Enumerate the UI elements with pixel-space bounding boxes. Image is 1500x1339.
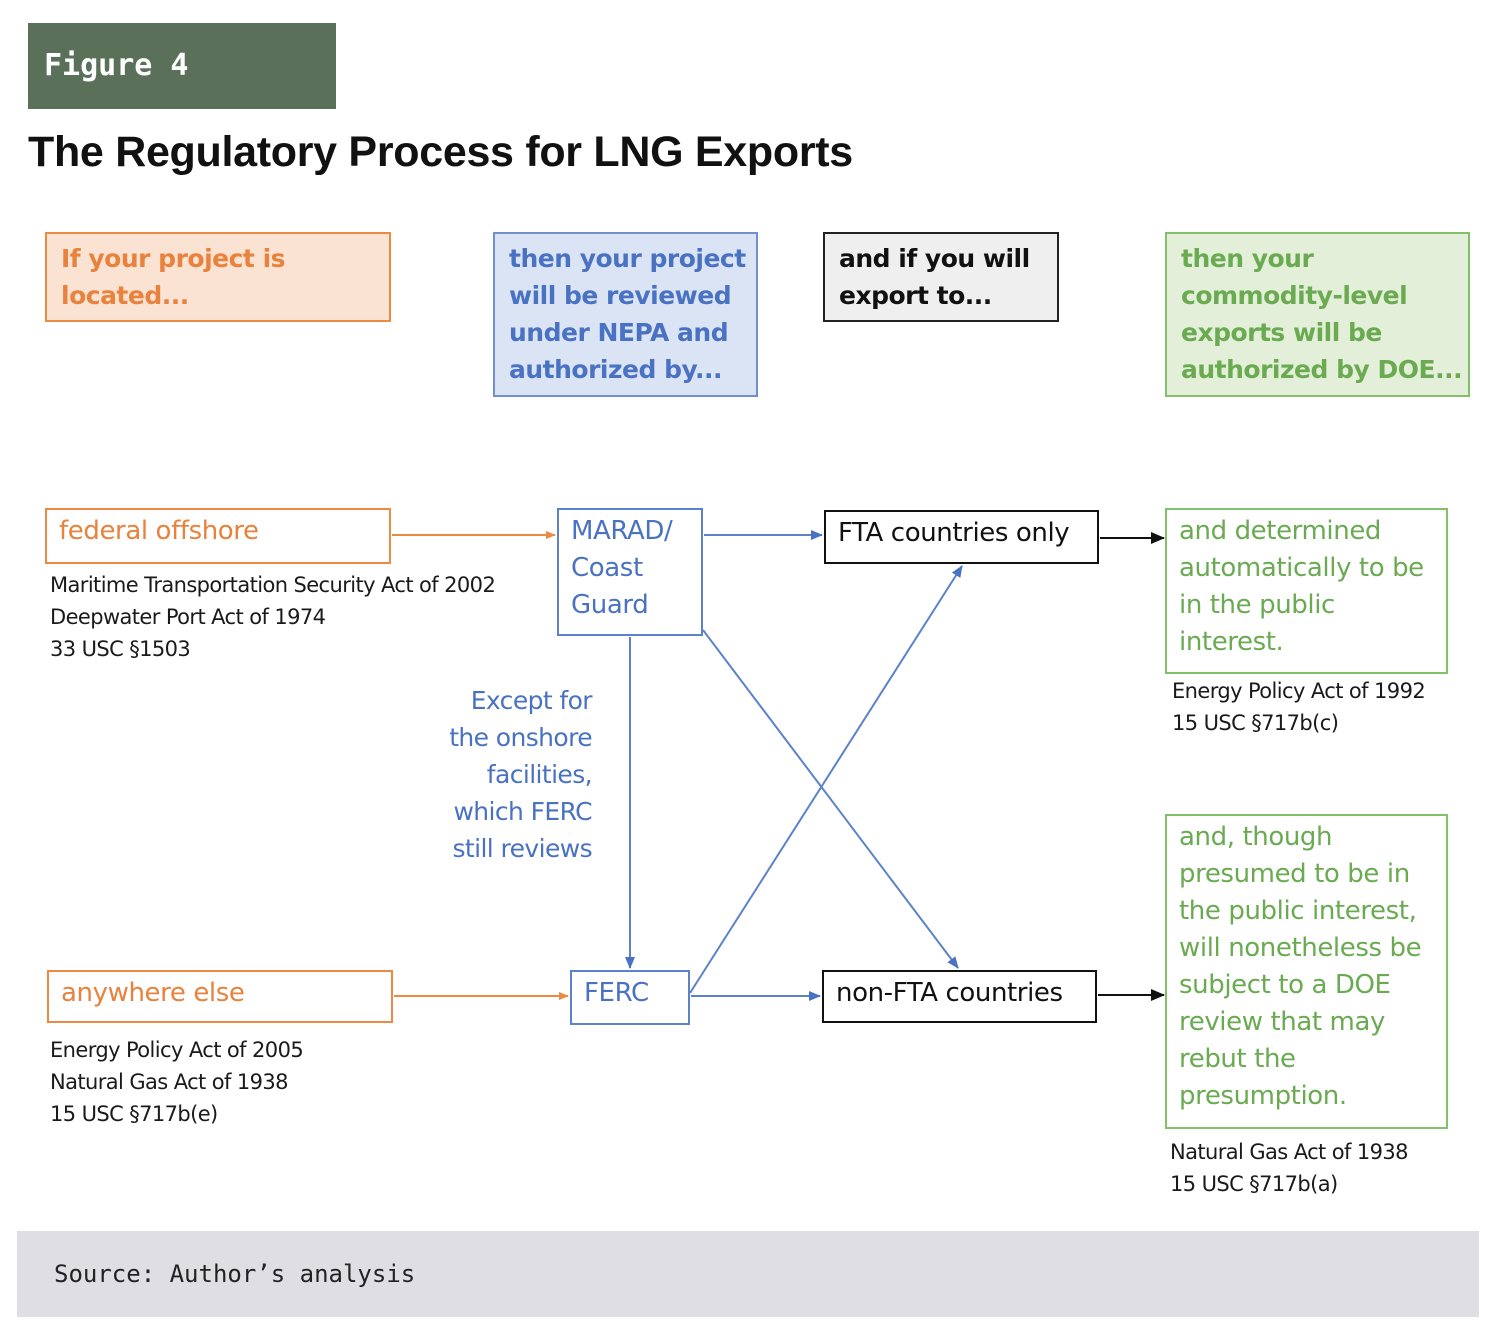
header-location: If your project is located... bbox=[45, 232, 391, 322]
citations-anywhere-else: Energy Policy Act of 2005 Natural Gas Ac… bbox=[50, 1034, 304, 1130]
node-line: Coast bbox=[571, 553, 643, 583]
header-authority: then your project will be reviewed under… bbox=[493, 232, 758, 397]
node-line: the public interest, bbox=[1179, 896, 1417, 926]
header-line: then your bbox=[1181, 244, 1314, 273]
header-line: authorized by DOE... bbox=[1181, 355, 1463, 384]
node-line: rebut the bbox=[1179, 1044, 1296, 1074]
citation: 15 USC §717b(a) bbox=[1170, 1172, 1338, 1196]
figure-label: Figure 4 bbox=[28, 23, 336, 109]
header-line: export to... bbox=[839, 281, 992, 310]
node-line: will nonetheless be bbox=[1179, 933, 1422, 963]
citation: Maritime Transportation Security Act of … bbox=[50, 573, 496, 597]
note-line: still reviews bbox=[452, 834, 592, 863]
header-line: commodity-level bbox=[1181, 281, 1408, 310]
node-line: MARAD/ bbox=[571, 516, 673, 546]
edge-ferc-to-fta bbox=[689, 565, 963, 994]
header-line: If your project is bbox=[61, 244, 286, 273]
citation: Deepwater Port Act of 1974 bbox=[50, 605, 326, 629]
node-anywhere-else: anywhere else bbox=[47, 970, 393, 1023]
header-line: under NEPA and bbox=[509, 318, 729, 347]
node-line: in the public bbox=[1179, 590, 1335, 620]
header-line: will be reviewed bbox=[509, 281, 732, 310]
note-line: Except for bbox=[470, 686, 593, 715]
node-federal-offshore: federal offshore bbox=[45, 508, 391, 564]
header-line: located... bbox=[61, 281, 189, 310]
header-line: and if you will bbox=[839, 244, 1030, 273]
figure-title: The Regulatory Process for LNG Exports bbox=[28, 128, 853, 176]
node-line: interest. bbox=[1179, 627, 1284, 657]
node-line: presumption. bbox=[1179, 1081, 1347, 1111]
exception-note: Except for the onshore facilities, which… bbox=[420, 682, 592, 867]
citation: 33 USC §1503 bbox=[50, 637, 191, 661]
citation: Energy Policy Act of 1992 bbox=[1172, 679, 1426, 703]
note-line: facilities, bbox=[486, 760, 593, 789]
node-line: presumed to be in bbox=[1179, 859, 1410, 889]
citation: Natural Gas Act of 1938 bbox=[50, 1070, 289, 1094]
node-line: Guard bbox=[571, 590, 649, 620]
header-destination: and if you will export to... bbox=[823, 232, 1059, 322]
node-line: automatically to be bbox=[1179, 553, 1424, 583]
citations-offshore: Maritime Transportation Security Act of … bbox=[50, 569, 496, 665]
node-line: review that may bbox=[1179, 1007, 1385, 1037]
node-ferc: FERC bbox=[570, 970, 690, 1025]
node-non-fta-countries: non-FTA countries bbox=[822, 970, 1097, 1023]
header-line: then your project bbox=[509, 244, 746, 273]
edge-marad-to-nonfta bbox=[702, 629, 959, 969]
citation: Energy Policy Act of 2005 bbox=[50, 1038, 304, 1062]
citation: 15 USC §717b(c) bbox=[1172, 711, 1339, 735]
node-marad-coast-guard: MARAD/ Coast Guard bbox=[557, 508, 703, 636]
citation: 15 USC §717b(e) bbox=[50, 1102, 218, 1126]
citations-rebuttable: Natural Gas Act of 1938 15 USC §717b(a) bbox=[1170, 1136, 1409, 1200]
header-line: exports will be bbox=[1181, 318, 1382, 347]
node-line: and determined bbox=[1179, 516, 1382, 546]
header-doe: then your commodity-level exports will b… bbox=[1165, 232, 1470, 397]
node-line: subject to a DOE bbox=[1179, 970, 1391, 1000]
citation: Natural Gas Act of 1938 bbox=[1170, 1140, 1409, 1164]
node-fta-countries: FTA countries only bbox=[824, 510, 1099, 564]
citations-public-interest: Energy Policy Act of 1992 15 USC §717b(c… bbox=[1172, 675, 1426, 739]
node-line: and, though bbox=[1179, 822, 1333, 852]
header-line: authorized by... bbox=[509, 355, 722, 384]
node-public-interest: and determined automatically to be in th… bbox=[1165, 508, 1448, 674]
note-line: which FERC bbox=[453, 797, 592, 826]
note-line: the onshore bbox=[449, 723, 592, 752]
node-rebuttable-presumption: and, though presumed to be in the public… bbox=[1165, 814, 1448, 1129]
source-note: Source: Author’s analysis bbox=[17, 1231, 1479, 1317]
